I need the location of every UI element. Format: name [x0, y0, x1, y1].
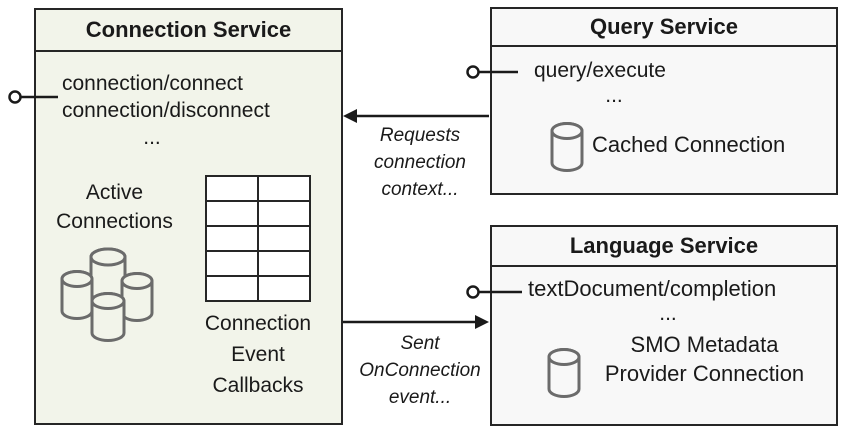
- grid-cell: [207, 277, 257, 300]
- requests-line3: context...: [381, 179, 459, 200]
- grid-cell: [259, 177, 309, 200]
- requests-line2: connection: [374, 152, 466, 173]
- method-disconnect: connection/disconnect: [62, 99, 270, 122]
- callbacks-line2: Event: [231, 343, 285, 366]
- active-connections-line1: Active: [85, 181, 144, 204]
- query-service-title: Query Service: [492, 9, 836, 47]
- method-connect: connection/connect: [62, 72, 243, 95]
- grid-cell: [259, 252, 309, 275]
- requests-annotation: Requests connection context...: [350, 122, 490, 203]
- grid-cell: [207, 177, 257, 200]
- requests-arrow: [343, 109, 489, 123]
- grid-cell: [259, 277, 309, 300]
- connection-service-box: Connection Service connection/connect co…: [34, 8, 343, 425]
- connection-service-title: Connection Service: [36, 10, 341, 52]
- cached-connection-label: Cached Connection: [592, 132, 786, 157]
- sent-line2: OnConnection: [359, 360, 481, 381]
- grid-cell: [207, 252, 257, 275]
- callbacks-label: Connection Event Callbacks: [168, 308, 348, 401]
- requests-line1: Requests: [379, 125, 461, 146]
- language-service-title: Language Service: [492, 227, 836, 267]
- language-service-box: Language Service textDocument/completion…: [490, 225, 838, 426]
- smo-metadata-label: SMO Metadata Provider Connection: [587, 330, 822, 388]
- grid-cell: [259, 202, 309, 225]
- sent-line3: event...: [388, 387, 452, 408]
- connection-service-methods: connection/connect connection/disconnect…: [62, 70, 270, 151]
- smo-line1: SMO Metadata: [630, 332, 779, 357]
- database-cluster-icon: [56, 243, 158, 343]
- language-service-method: textDocument/completion: [528, 276, 777, 301]
- database-icon: [549, 121, 585, 173]
- query-service-ellipsis: ...: [605, 84, 623, 107]
- active-connections-line2: Connections: [56, 210, 173, 233]
- sent-line1: Sent: [400, 333, 440, 354]
- language-service-ellipsis: ...: [659, 302, 677, 325]
- grid-cell: [207, 202, 257, 225]
- active-connections-label: Active Connections: [42, 178, 187, 236]
- callbacks-line1: Connection: [204, 312, 312, 335]
- database-icon: [546, 347, 582, 399]
- sent-annotation: Sent OnConnection event...: [350, 330, 490, 411]
- callbacks-grid: [205, 175, 311, 302]
- grid-cell: [259, 227, 309, 250]
- methods-ellipsis: ...: [143, 126, 161, 149]
- sent-arrow: [343, 315, 489, 329]
- grid-cell: [207, 227, 257, 250]
- smo-line2: Provider Connection: [604, 361, 805, 386]
- callbacks-line3: Callbacks: [212, 374, 304, 397]
- query-service-method: query/execute: [534, 59, 666, 82]
- query-service-box: Query Service query/execute ... Cached C…: [490, 7, 838, 195]
